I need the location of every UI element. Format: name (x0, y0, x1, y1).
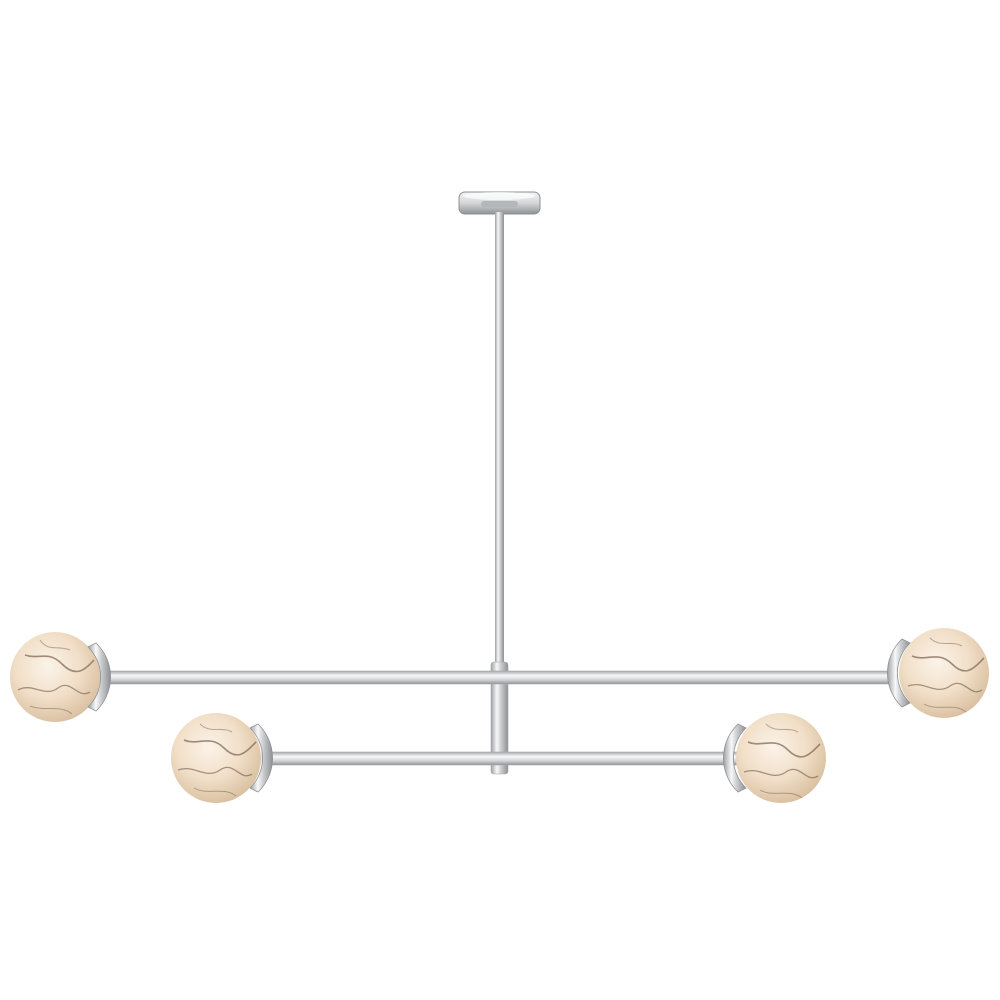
globe-shade-left-inner (171, 713, 273, 803)
globe-shade-left-outer (10, 632, 111, 722)
globe-shade-right-outer (887, 628, 989, 718)
downrod (490, 212, 509, 775)
upper-arm (99, 670, 893, 685)
globe-shade-right-inner (723, 713, 826, 803)
ceiling-canopy (458, 191, 541, 215)
lower-arm (261, 751, 743, 766)
